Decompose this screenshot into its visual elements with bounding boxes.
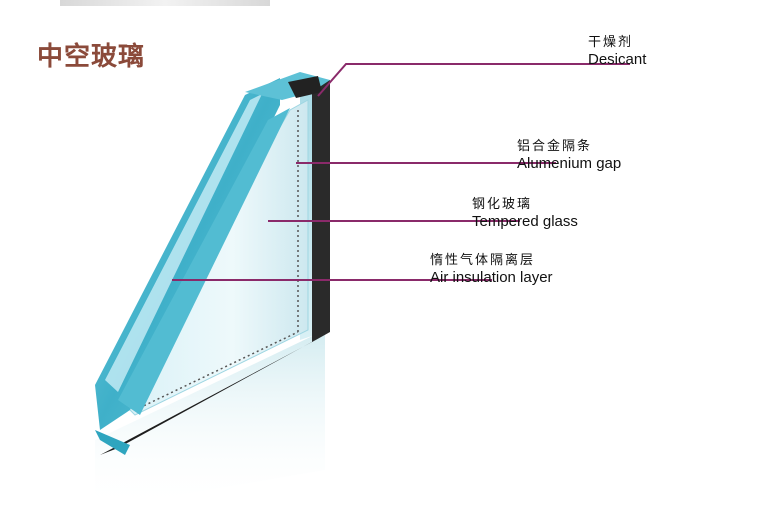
callout-chinese-text: 钢化玻璃 [472, 197, 533, 212]
top-banner-strip [60, 0, 270, 6]
callout-english-text: Air insulation layer [430, 269, 553, 286]
unit-bottom-edge [95, 430, 130, 455]
page-title: 中空玻璃 [37, 42, 146, 72]
callout-english-text: Alumenium gap [517, 155, 622, 172]
desiccant-dots-bottom [134, 331, 299, 411]
front-glass-highlight [105, 94, 262, 392]
callout-chinese-text: 铝合金隔条 [517, 139, 593, 154]
callout-english-text: Tempered glass [472, 213, 578, 230]
callout-chinese-text: 惰性气体隔离层 [430, 253, 536, 268]
spacer-top [288, 76, 322, 98]
callout-chinese-text: 干燥剂 [588, 35, 634, 50]
leader-line-1 [317, 63, 630, 97]
callout-english-text: Desicant [588, 51, 647, 68]
edge-seal-frame [312, 80, 330, 342]
floor-reflection [95, 330, 325, 510]
middle-glass-edge [118, 108, 290, 415]
